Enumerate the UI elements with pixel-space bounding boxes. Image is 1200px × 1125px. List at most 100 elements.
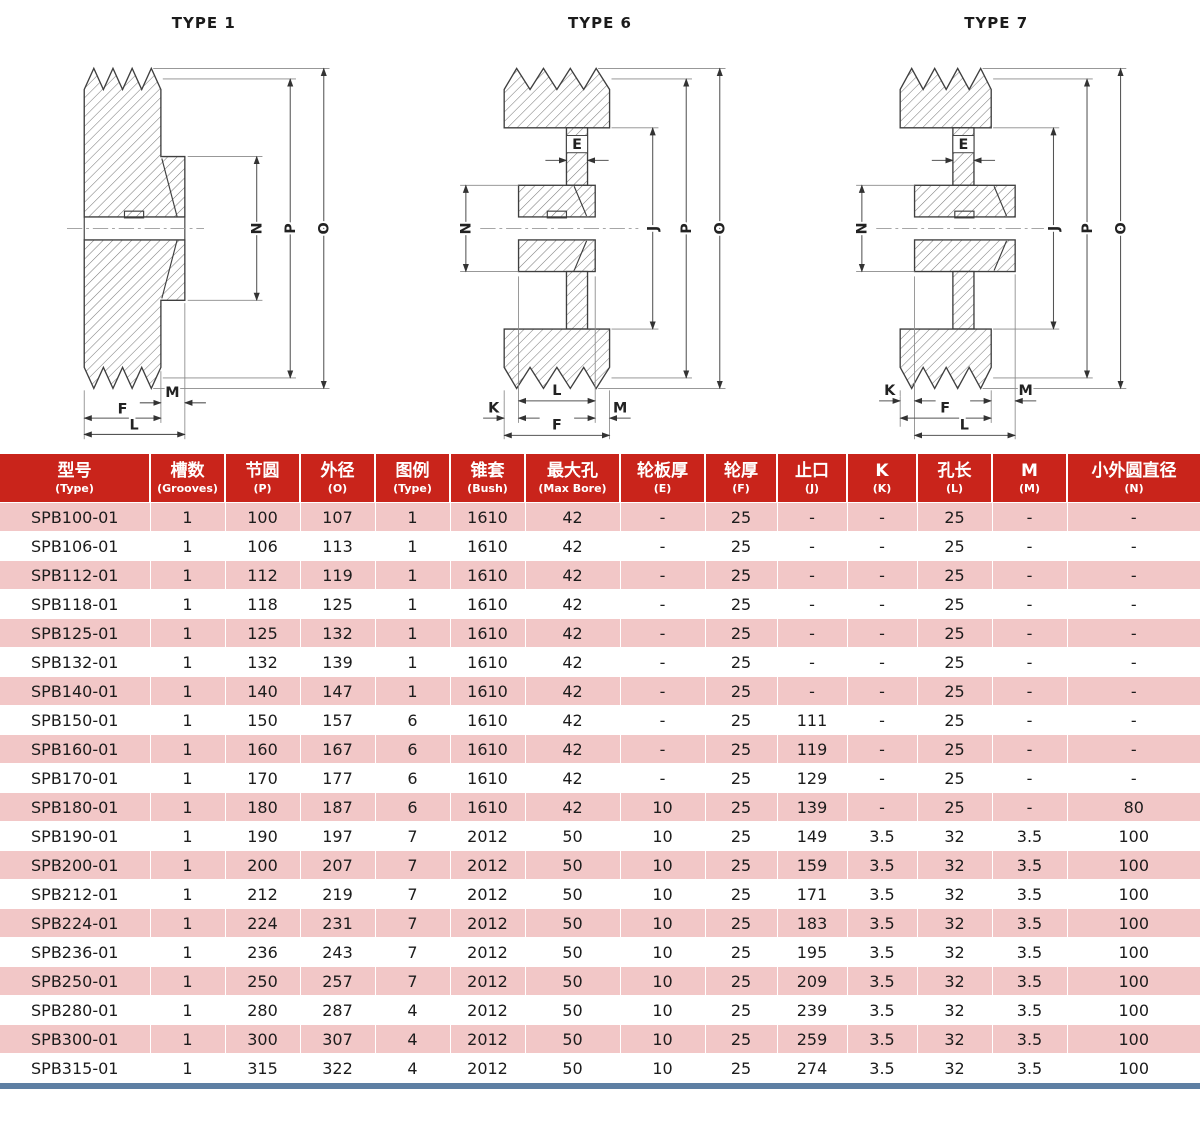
table-cell: 25 [917, 763, 993, 794]
table-cell: SPB170-01 [0, 763, 151, 794]
table-cell: 6 [375, 792, 451, 823]
table-cell: SPB132-01 [0, 647, 151, 678]
header-en: (J) [804, 482, 820, 496]
dim-label-l: L [552, 383, 561, 399]
table-cell: 1610 [450, 618, 526, 649]
table-cell: 42 [525, 560, 621, 591]
table-cell: - [1067, 531, 1200, 562]
header-en: (N) [1124, 482, 1144, 496]
table-cell: - [1067, 502, 1200, 533]
table-cell: 107 [300, 502, 376, 533]
table-cell: 25 [705, 1053, 778, 1084]
table-cell: 50 [525, 879, 621, 910]
table-cell: 1 [150, 705, 226, 736]
table-cell: - [847, 531, 918, 562]
diagram-title: TYPE 6 [568, 14, 632, 32]
table-cell: 25 [917, 676, 993, 707]
table-cell: 1 [150, 1053, 226, 1084]
table-cell: 1 [150, 647, 226, 678]
table-cell: 10 [620, 879, 706, 910]
header-en: (Bush) [467, 482, 508, 496]
table-cell: 42 [525, 792, 621, 823]
dim-label-f: F [117, 401, 127, 417]
table-cell: SPB212-01 [0, 879, 151, 910]
dim-label-o: O [316, 222, 332, 234]
table-cell: 1610 [450, 531, 526, 562]
header-en: (M) [1018, 482, 1040, 496]
table-cell: - [847, 792, 918, 823]
table-cell: 167 [300, 734, 376, 765]
table-cell: - [847, 676, 918, 707]
keyway [546, 210, 568, 219]
table-cell: 25 [705, 995, 778, 1026]
table-cell: 32 [917, 1053, 993, 1084]
pulley-body [83, 66, 186, 391]
table-cell: 7 [375, 821, 451, 852]
table-cell: 80 [1067, 792, 1200, 823]
table-cell: - [620, 676, 706, 707]
table-cell: 32 [917, 1024, 993, 1055]
table-cell: - [777, 560, 848, 591]
dim-label-m: M [165, 385, 179, 401]
table-cell: 42 [525, 502, 621, 533]
table-cell: 32 [917, 937, 993, 968]
table-cell: 25 [917, 705, 993, 736]
pulley-drawing-type1: N P O M F L [66, 66, 334, 440]
table-cell: 50 [525, 1053, 621, 1084]
table-cell: 1 [150, 908, 226, 939]
table-cell: 287 [300, 995, 376, 1026]
table-cell: 10 [620, 966, 706, 997]
table-cell: - [992, 560, 1068, 591]
table-cell: - [777, 618, 848, 649]
table-cell: - [620, 618, 706, 649]
table-cell: 231 [300, 908, 376, 939]
table-cell: - [992, 502, 1068, 533]
table-cell: 209 [777, 966, 848, 997]
table-cell: 250 [225, 966, 301, 997]
table-cell: 3.5 [992, 879, 1068, 910]
table-cell: SPB150-01 [0, 705, 151, 736]
table-cell: - [620, 705, 706, 736]
table-cell: - [777, 589, 848, 620]
table-cell: 10 [620, 937, 706, 968]
table-cell: 197 [300, 821, 376, 852]
table-cell: 3.5 [847, 1024, 918, 1055]
table-cell: 25 [705, 705, 778, 736]
dim-label-p: P [1080, 223, 1096, 234]
table-cell: 7 [375, 850, 451, 881]
column-header-pitch: 节圆(P) [225, 454, 301, 504]
table-cell: 3.5 [847, 937, 918, 968]
table-cell: 42 [525, 705, 621, 736]
table-cell: 100 [1067, 850, 1200, 881]
dim-label-m: M [613, 400, 627, 416]
table-cell: SPB112-01 [0, 560, 151, 591]
table-cell: 50 [525, 995, 621, 1026]
taper-bush-lines [573, 186, 588, 271]
column-header-n: 小外圆直径(N) [1067, 454, 1200, 504]
table-cell: 1 [150, 995, 226, 1026]
table-cell: 2012 [450, 966, 526, 997]
table-cell: - [620, 589, 706, 620]
table-cell: 125 [300, 589, 376, 620]
table-cell: - [620, 531, 706, 562]
header-en: (K) [872, 482, 892, 496]
table-cell: 100 [1067, 1024, 1200, 1055]
column-header-rim: 轮厚(F) [705, 454, 778, 504]
table-cell: - [777, 647, 848, 678]
table-cell: 100 [1067, 879, 1200, 910]
header-zh: 锥套 [470, 461, 505, 481]
table-cell: 32 [917, 908, 993, 939]
table-cell: 100 [1067, 908, 1200, 939]
table-cell: 25 [705, 908, 778, 939]
table-cell: 1 [375, 647, 451, 678]
pulley-body [899, 66, 1017, 390]
table-cell: 219 [300, 879, 376, 910]
